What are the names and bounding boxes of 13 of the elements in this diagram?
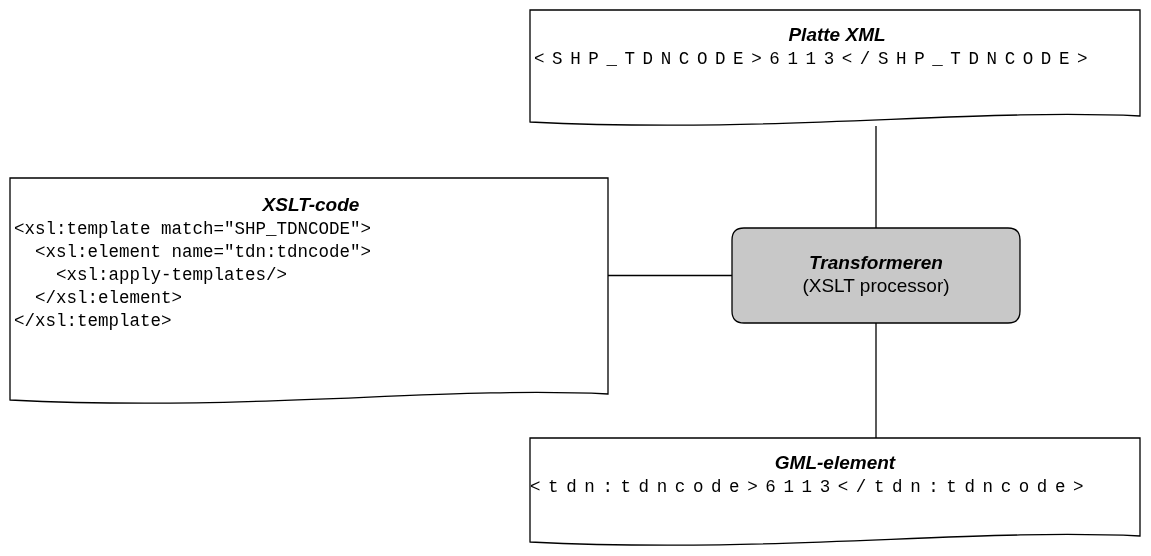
document-title: GML-element — [773, 452, 897, 474]
code-line: <SHP_TDNCODE>6113</SHP_TDNCODE> — [534, 48, 1097, 71]
connector-line — [875, 125, 877, 229]
code-line: <tdn:tdncode>6113</tdn:tdncode> — [530, 476, 1093, 499]
document-title: XSLT-code — [261, 194, 361, 216]
code-line: <xsl:element name="tdn:tdncode"> — [34, 241, 373, 264]
document-title: Platte XML — [787, 24, 887, 46]
process-subtitle: (XSLT processor) — [801, 274, 951, 297]
code-line: </xsl:template> — [14, 310, 173, 333]
process-title: Transformeren — [808, 252, 944, 274]
code-line: </xsl:element> — [34, 287, 184, 310]
code-line: <xsl:apply-templates/> — [55, 264, 289, 287]
code-line: <xsl:template match="SHP_TDNCODE"> — [14, 218, 373, 241]
